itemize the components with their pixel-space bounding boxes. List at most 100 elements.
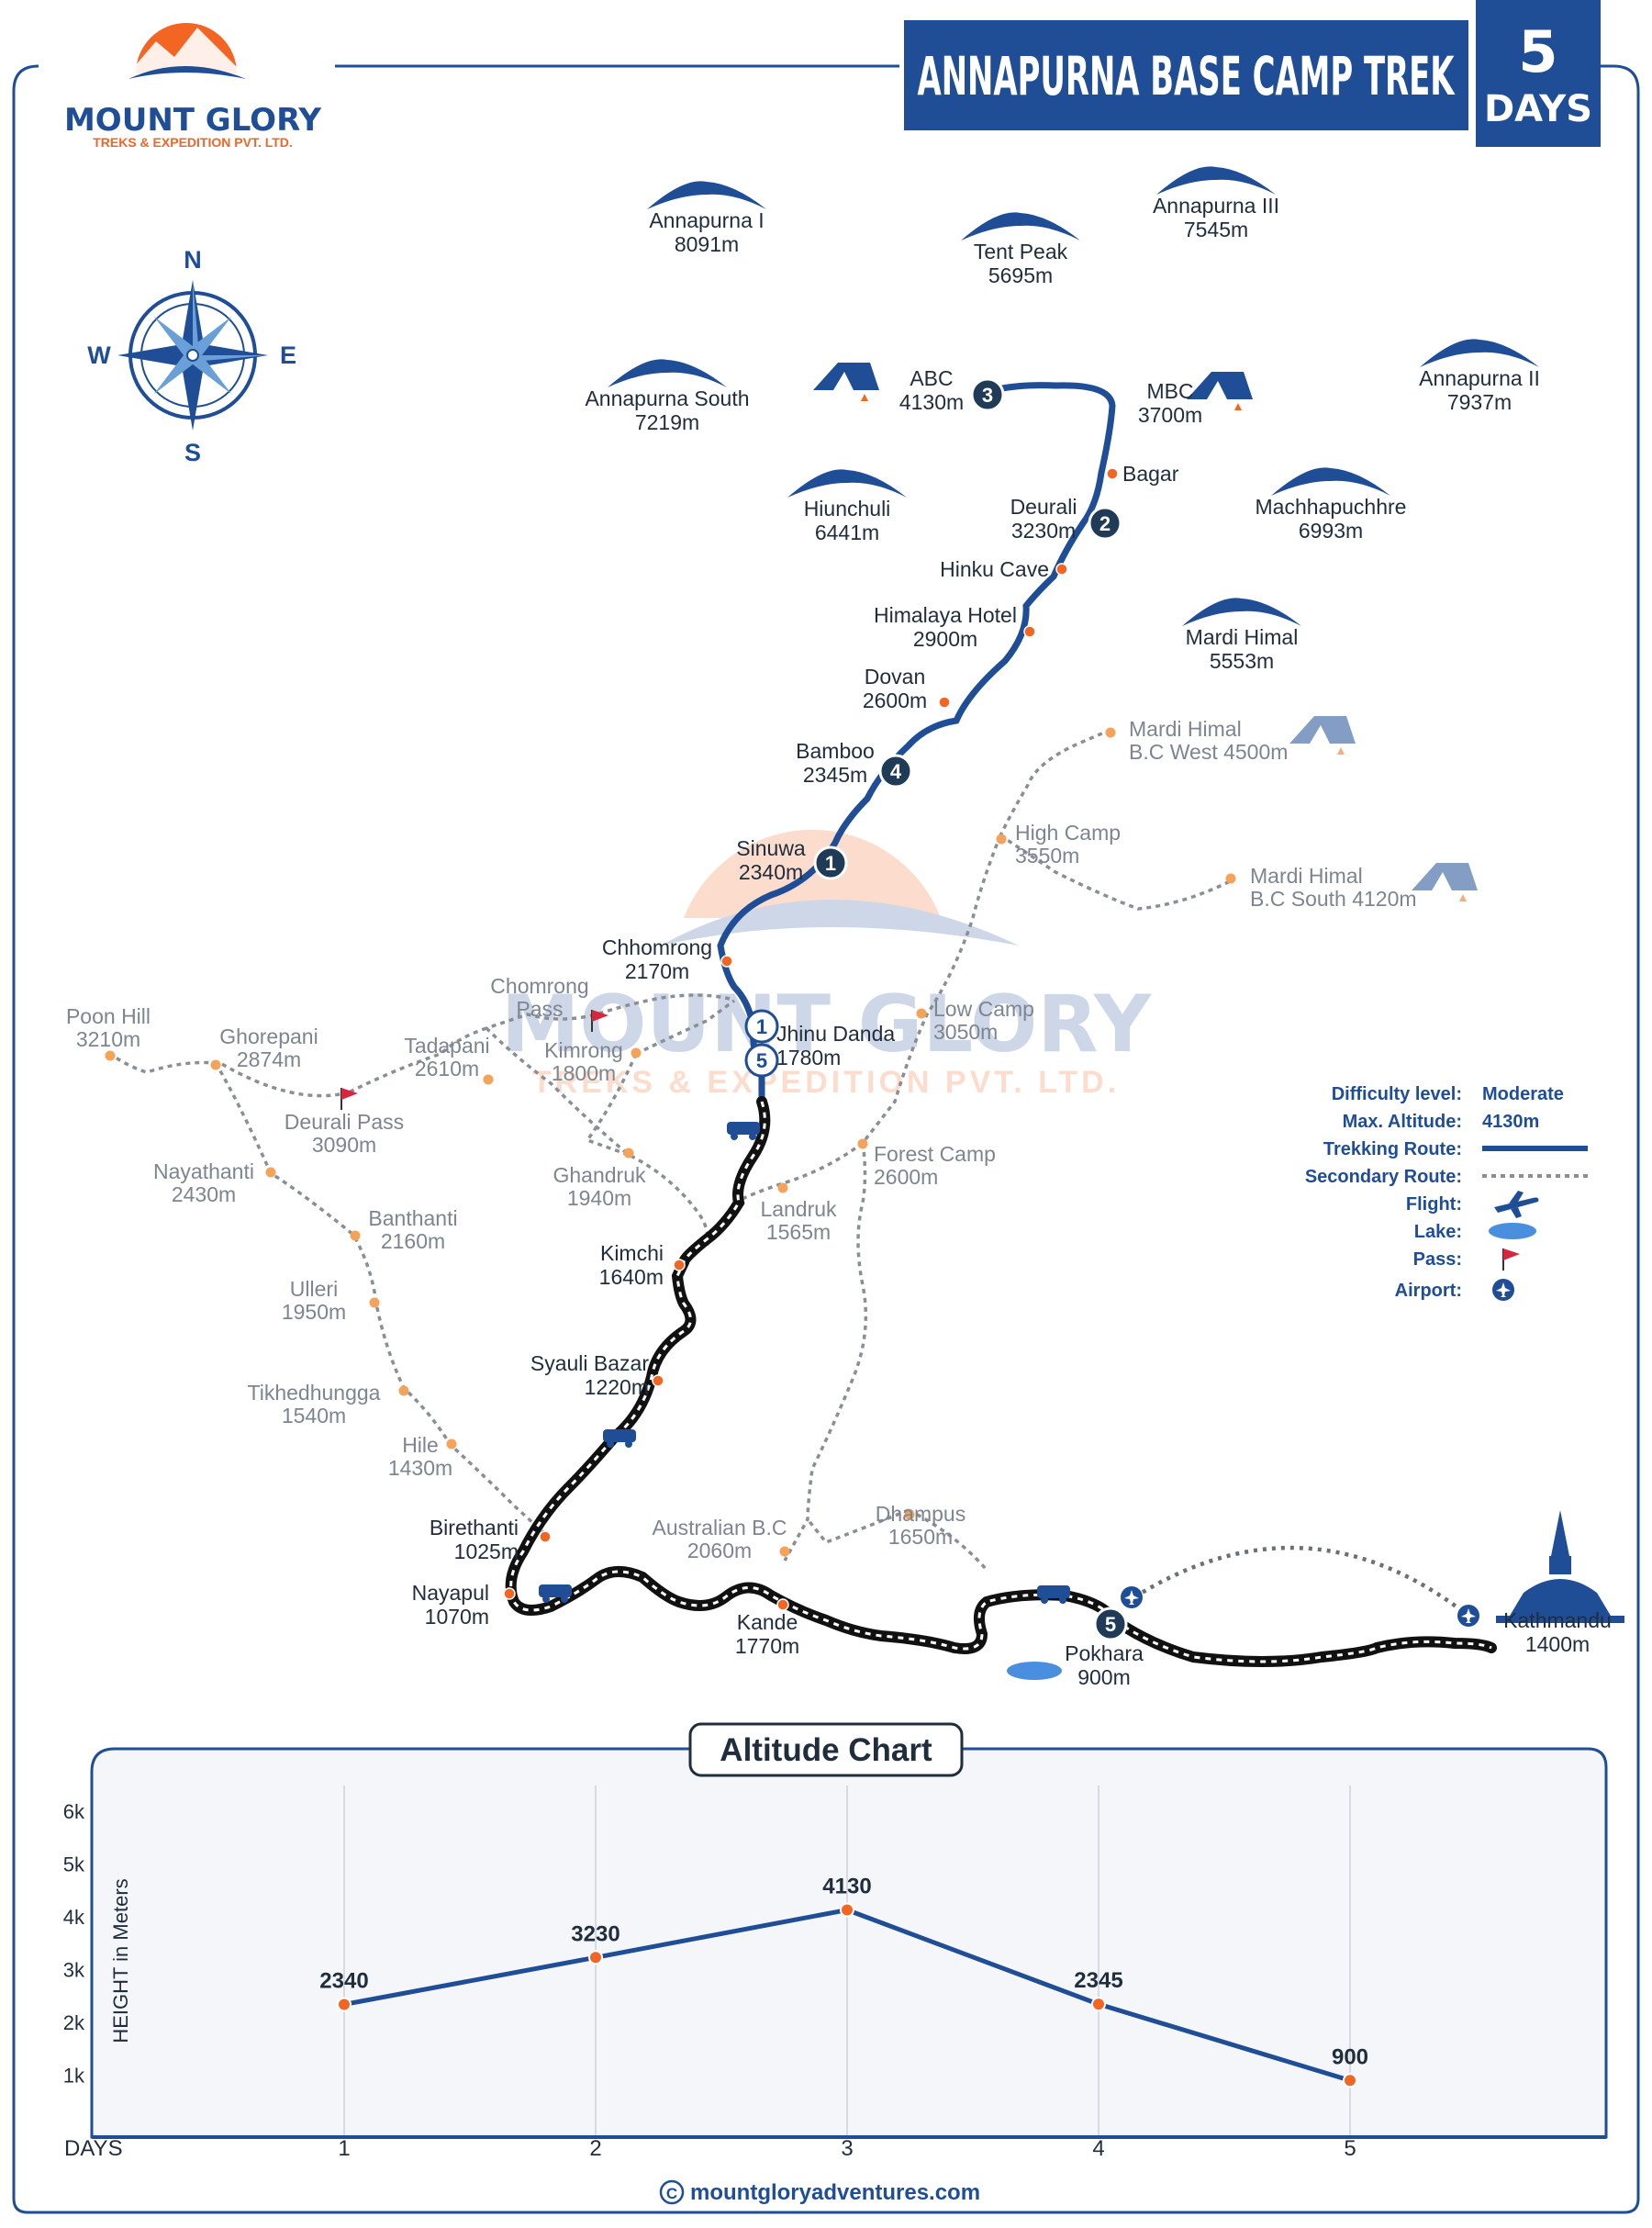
secondary-dot	[1225, 873, 1236, 884]
peak-altitude: 5695m	[988, 263, 1053, 287]
lake-icon	[1489, 1223, 1536, 1239]
chart-panel	[90, 1747, 1608, 2139]
secondary-place-altitude: 1540m	[282, 1404, 346, 1427]
mountain-icon	[1271, 467, 1390, 496]
peak-altitude: 7219m	[635, 410, 699, 434]
peak-name: Annapurna I	[649, 208, 764, 232]
place-name: ABC	[910, 366, 953, 390]
pass-flag-icon	[1502, 1248, 1520, 1271]
place-name: Kimchi	[600, 1241, 664, 1265]
secondary-route	[806, 1508, 910, 1545]
day-marker: 1	[813, 845, 848, 880]
secondary-dot	[1105, 727, 1116, 738]
secondary-place-altitude: 1800m	[552, 1061, 616, 1085]
chart-y-axis-label: HEIGHT in Meters	[109, 1878, 132, 2043]
chart-y-tick: 4k	[63, 1906, 85, 1929]
secondary-route	[861, 834, 1002, 1145]
secondary-place-altitude: 3210m	[76, 1027, 140, 1051]
peak-name: Annapurna III	[1153, 194, 1279, 218]
day-number: 1	[825, 852, 836, 875]
secondary-dot	[483, 1074, 494, 1085]
mountain-icon	[961, 212, 1080, 241]
days-number: 5	[1518, 18, 1557, 85]
copyright-icon	[659, 2179, 685, 2205]
pass-flag-icon	[340, 1088, 358, 1110]
page-frame	[12, 64, 1640, 2214]
secondary-place-name: Ghandruk	[553, 1163, 646, 1187]
flight-route	[1125, 1545, 1470, 1618]
jeep-icon	[727, 1122, 760, 1140]
secondary-place-name: Mardi Himal	[1129, 717, 1242, 741]
place-altitude: 1640m	[599, 1265, 664, 1289]
secondary-place-altitude: 2160m	[381, 1229, 445, 1253]
airport-icon	[1121, 1586, 1143, 1608]
chart-y-tick: 5k	[63, 1853, 85, 1876]
peak-altitude: 6441m	[815, 521, 879, 544]
place-altitude: 1025m	[454, 1539, 519, 1563]
chart-data-label: 2345	[1074, 1968, 1122, 1993]
chart-y-tick: 2k	[63, 2011, 85, 2034]
routes-layer	[108, 363, 1624, 1680]
secondary-place-name: Poon Hill	[66, 1004, 151, 1028]
secondary-place-name: Landruk	[760, 1197, 837, 1221]
place-altitude: 2170m	[625, 959, 689, 983]
secondary-route	[783, 1142, 868, 1562]
header: ANNAPURNA BASE CAMP TREK 5 DAYS	[904, 0, 1601, 147]
chart-data-label: 4130	[822, 1875, 871, 1899]
legend-flight-label: Flight:	[1406, 1194, 1462, 1215]
place-altitude: 2900m	[913, 627, 977, 651]
jeep-icon	[603, 1429, 636, 1448]
mountain-icon	[787, 469, 907, 498]
day-marker: 4	[878, 754, 913, 789]
place-dot	[503, 1587, 516, 1600]
website-link[interactable]: mountgloryadventures.com	[690, 2180, 980, 2205]
place-altitude: 2600m	[863, 689, 927, 712]
secondary-route	[486, 993, 731, 1030]
peak-name: Mardi Himal	[1186, 625, 1299, 649]
secondary-route	[635, 999, 736, 1056]
secondary-place-name: Australian B.C	[652, 1516, 787, 1539]
place-name: Pokhara	[1065, 1641, 1144, 1665]
lake-icon	[1007, 1662, 1062, 1680]
chart-x-tick: 4	[1092, 2136, 1104, 2161]
secondary-place-name: Ghorepani	[219, 1024, 318, 1048]
legend-secondary-label: Secondary Route:	[1305, 1167, 1462, 1187]
secondary-dot	[777, 1182, 788, 1193]
place-name: Hinku Cave	[940, 557, 1049, 581]
legend: Difficulty level: Moderate Max. Altitude…	[1305, 1084, 1588, 1301]
secondary-place-altitude: B.C South 4120m	[1250, 887, 1417, 911]
secondary-place-altitude: 2874m	[237, 1047, 301, 1071]
secondary-dot	[904, 1509, 915, 1520]
secondary-place-altitude: 1565m	[766, 1220, 831, 1244]
footer: C mountgloryadventures.com	[659, 2179, 980, 2205]
place-altitude: 3230m	[1011, 519, 1076, 543]
peak-name: Hiunchuli	[804, 497, 891, 521]
secondary-place-altitude: B.C West 4500m	[1129, 740, 1288, 764]
place-altitude: 1220m	[585, 1375, 649, 1399]
place-dot	[1023, 625, 1036, 638]
secondary-place-name: Deurali Pass	[285, 1110, 404, 1134]
chart-data-label: 900	[1332, 2044, 1368, 2069]
tent-icon	[1187, 372, 1253, 410]
